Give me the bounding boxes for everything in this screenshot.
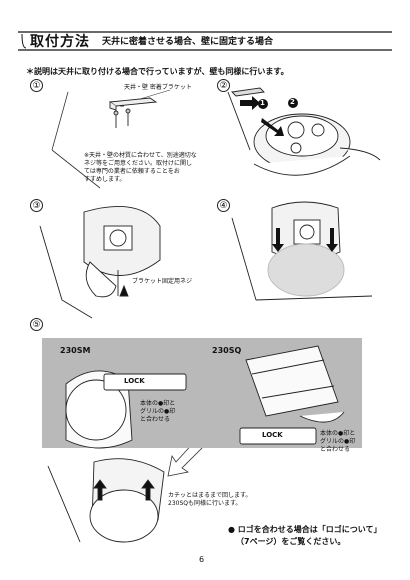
section-header: 取付方法 天井に密着させる場合、壁に固定する場合: [18, 30, 392, 52]
click-line: 230SQも同様に行います。: [168, 500, 242, 507]
logo-note: ● ロゴを合わせる場合は「ロゴについて」 （7ページ）をご覧ください。: [228, 524, 382, 548]
lock-label-a: LOCK: [124, 377, 145, 385]
align-line: 本体の●印と: [140, 400, 176, 407]
page-number: 6: [199, 555, 205, 564]
caution-line: すすめします。: [84, 176, 126, 183]
marker-1-label: 1: [260, 99, 265, 107]
caution-text: ※天井・壁の材質に合わせて、別途適切な ネジ等をご用意ください。取付けに関し て…: [84, 152, 210, 184]
click-instructions: カチッとはまるまで回します。 230SQも同様に行います。: [168, 492, 251, 508]
screw-icons: [113, 108, 131, 128]
step5-bottom-speaker: [47, 458, 165, 543]
step-3-number: ③: [30, 199, 43, 212]
caution-line: ※天井・壁の材質に合わせて、別途適切な: [84, 152, 197, 159]
align-line: と合わせる: [320, 446, 351, 453]
lock-label-b: LOCK: [262, 431, 283, 439]
step-2-number: ②: [217, 79, 230, 92]
align-text-230sq: 本体の●印と グリルの●印 と合わせる: [320, 430, 355, 454]
mount-bracket-icon: [108, 97, 158, 111]
align-line: グリルの●印: [320, 438, 356, 445]
model-230sq-label: 230SQ: [212, 346, 242, 355]
align-line: グリルの●印: [140, 408, 176, 415]
marker-2-label: 2: [290, 98, 295, 106]
step-5-number: ⑤: [30, 318, 43, 331]
step-1-number: ①: [30, 79, 43, 92]
align-text-230sm: 本体の●印と グリルの●印 と合わせる: [140, 400, 175, 424]
screw-label: ブラケット固定用ネジ: [132, 278, 193, 285]
step4-arrows: [272, 228, 338, 252]
bracket-label: 天井・壁 密着ブラケット: [124, 84, 192, 91]
model-230sm-label: 230SM: [60, 346, 91, 355]
step4-speaker: [231, 201, 373, 301]
logo-note-line: （7ページ）をご覧ください。: [236, 537, 346, 546]
step3-speaker: [39, 206, 161, 319]
align-line: と合わせる: [140, 416, 171, 423]
page-title: 取付方法: [30, 34, 90, 50]
logo-note-line: ● ロゴを合わせる場合は「ロゴについて」: [228, 525, 382, 534]
click-line: カチッとはまるまで回します。: [168, 492, 252, 499]
caution-line: ネジ等をご用意ください。取付けに関し: [84, 160, 193, 167]
page-subtitle: 天井に密着させる場合、壁に固定する場合: [102, 37, 274, 47]
align-line: 本体の●印と: [320, 430, 356, 437]
header-frame: [18, 31, 392, 51]
caution-line: ては専門の業者に依頼することをお: [84, 168, 180, 175]
step2-speaker: [227, 87, 381, 176]
installation-note: ＊説明は天井に取り付ける場合で行っていますが、壁も同様に行います。: [26, 67, 289, 76]
step-4-number: ④: [217, 199, 230, 212]
